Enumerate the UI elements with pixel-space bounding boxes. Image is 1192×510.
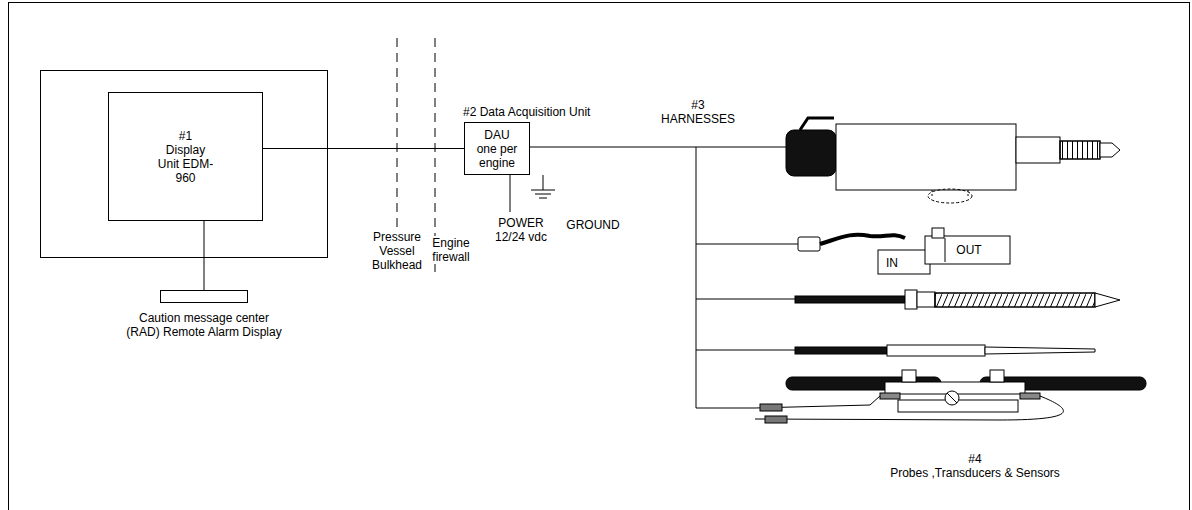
connector-line xyxy=(204,221,205,290)
temperature-probe xyxy=(795,345,1095,356)
port-label: IN xyxy=(883,256,901,270)
callout-number: #4 xyxy=(950,452,1000,466)
ground-symbol xyxy=(531,175,555,198)
node-text: (RAD) Remote Alarm Display xyxy=(126,325,281,339)
display-screen: #1Display Unit EDM-960 xyxy=(108,92,263,221)
fuel-flow-transducer xyxy=(798,228,1010,274)
page-frame xyxy=(9,3,1190,510)
node-text: #1 xyxy=(158,129,214,143)
node-text: DAU one per engine xyxy=(474,128,520,170)
ground-label: GROUND xyxy=(562,218,624,232)
port-label: OUT xyxy=(953,243,985,257)
data-acquisition-unit: #2 Data Acquisition UnitDAU one per engi… xyxy=(464,122,530,175)
bulkhead-label: Pressure Vessel Bulkhead xyxy=(368,230,426,272)
part-name: HARNESSES xyxy=(656,112,740,126)
harness-wires xyxy=(530,147,798,408)
connector-line xyxy=(263,148,464,149)
power-label: POWER 12/24 vdc xyxy=(490,216,552,244)
pressure-transducer xyxy=(786,118,1120,203)
callout-number: #3 xyxy=(670,98,726,112)
current-shunt xyxy=(755,370,1146,423)
display-bezel xyxy=(41,71,328,258)
part-name: Probes ,Transducers & Sensors xyxy=(870,466,1080,480)
node-text: #2 Data Acquisition Unit xyxy=(463,105,590,119)
power-wire xyxy=(510,175,511,212)
node-text: Caution message center xyxy=(139,311,269,325)
firewall-label: Engine firewall xyxy=(427,236,475,264)
threaded-probe xyxy=(795,290,1120,309)
remote-alarm-display: Caution message center(RAD) Remote Alarm… xyxy=(160,290,248,303)
node-text: Display Unit EDM-960 xyxy=(158,143,214,185)
